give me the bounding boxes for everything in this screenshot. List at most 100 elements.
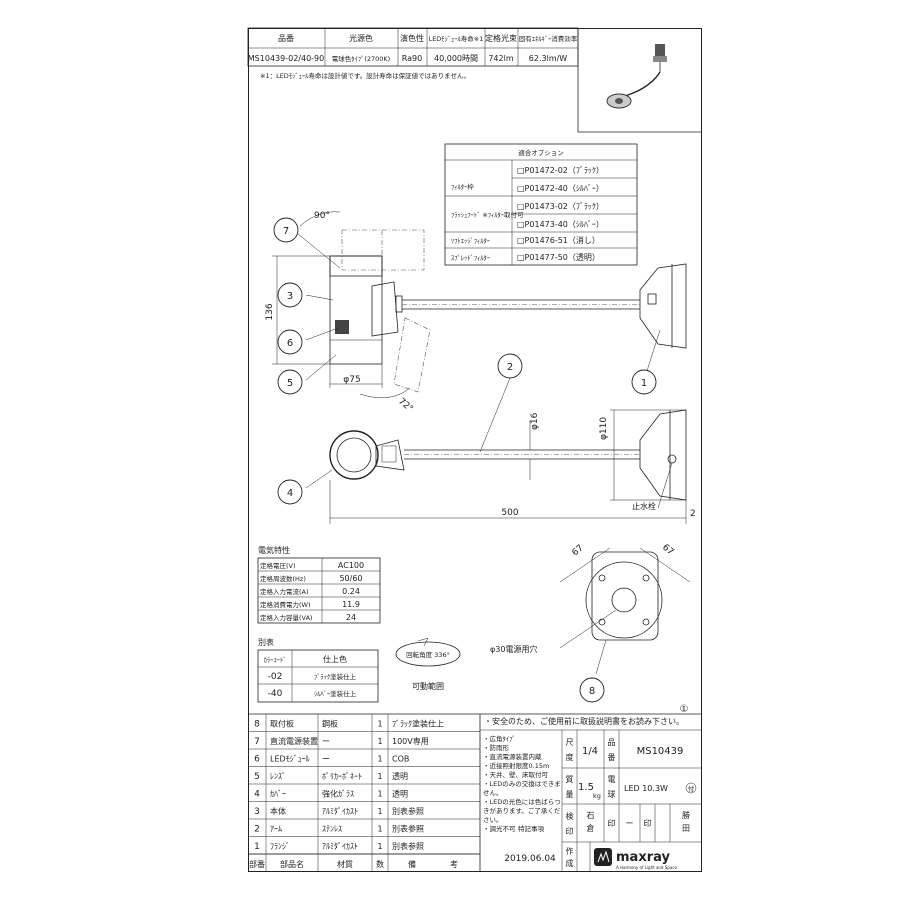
scale-label-2: 度: [566, 752, 574, 762]
special-items-label: 特記事項: [518, 824, 545, 833]
spec-note: ※1：LEDﾓｼﾞｭｰﾙ寿命は設計値です。設計寿命は保証値ではありません。: [260, 71, 470, 80]
elec-value: 0.24: [342, 587, 360, 596]
callout-2: 2: [507, 362, 513, 373]
option-label-filter-frame: ﾌｨﾙﾀｰ枠: [451, 182, 474, 191]
parts-cell: 4: [254, 790, 260, 800]
option-code: □P01472-02（ﾌﾞﾗｯｸ）: [517, 166, 604, 175]
revision-mark: ①: [680, 704, 689, 715]
parts-cell: ﾌﾞﾗｯｸ塗装仕上: [392, 719, 444, 729]
parts-cell: 別表参照: [392, 806, 424, 816]
parts-cell: 1: [377, 807, 382, 816]
drawing-date: 2019.06.04: [504, 854, 556, 864]
stamp-2: ー: [626, 819, 634, 828]
cable-hole-label: φ30電源用穴: [490, 644, 537, 654]
option-code: □P01476-51（消し）: [517, 235, 600, 245]
electrical-title: 電気特性: [258, 545, 290, 555]
parts-cell: ｶﾊﾞｰ: [270, 790, 286, 799]
spec-value-3: 40,000時間: [434, 54, 478, 63]
callout-8: 8: [589, 686, 595, 697]
spec-value-4: 742lm: [488, 54, 513, 63]
note-line: ・直流電源装置内蔵: [483, 752, 542, 761]
dim-90: 90°: [314, 211, 330, 221]
product-thumbnail: [577, 28, 702, 133]
callout-4: 4: [287, 488, 293, 499]
note-line: ・近接照射限度0.15m: [483, 761, 549, 770]
option-code: □P01472-40（ｼﾙﾊﾞｰ）: [517, 184, 604, 193]
elec-value: 50/60: [339, 574, 362, 583]
spec-value-5: 62.3lm/W: [529, 54, 568, 63]
option-label-soft-edge: ｿﾌﾄｴｯｼﾞﾌｨﾙﾀｰ: [451, 237, 490, 245]
electrical-table: 電気特性 定格電圧(V) AC100 定格周波数(Hz) 50/60 定格入力電…: [257, 545, 381, 624]
parts-cell: 7: [254, 737, 260, 747]
parts-cell: 100V専用: [392, 736, 429, 746]
callout-5: 5: [287, 378, 293, 389]
rotation-label: 回転角度 336°: [406, 650, 450, 659]
parts-cell: 透明: [392, 772, 408, 781]
mass-value: 1.5: [578, 782, 594, 793]
elec-label: 定格入力電流(A): [260, 587, 309, 596]
spec-header-0: 品番: [278, 33, 294, 43]
option-label-spread: ｽﾌﾟﾚｯﾄﾞﾌｨﾙﾀｰ: [451, 254, 490, 262]
color-header: ｶﾗｰｺｰﾄﾞ: [264, 656, 287, 664]
rear-view: 67 67 φ30電源用穴: [490, 543, 691, 675]
callouts: 1 2 3 4 5 6 7 8: [273, 217, 657, 703]
dim-16: φ16: [530, 412, 540, 430]
mass-unit: kg: [593, 792, 601, 800]
elec-label: 定格周波数(Hz): [260, 574, 306, 583]
parts-cell: ﾚﾝｽﾞ: [270, 772, 286, 781]
dim-110: φ110: [599, 417, 609, 440]
product-number: MS10439: [637, 746, 684, 757]
product-label-1: 品: [608, 738, 616, 747]
options-title: 適合オプション: [518, 148, 564, 157]
parts-cell: ー: [322, 737, 330, 746]
dim-72: 72°: [396, 397, 415, 415]
parts-cell: 8: [254, 720, 260, 730]
parts-cell: 1: [377, 755, 382, 764]
made-label-1: 作: [566, 846, 574, 856]
scale-value: 1/4: [582, 746, 598, 757]
parts-cell: 鋼板: [322, 719, 338, 729]
elec-value: 11.9: [342, 600, 360, 609]
scale-label-1: 尺: [566, 738, 574, 747]
stamp-katsuta: 勝田: [682, 811, 690, 833]
product-label-2: 番: [608, 752, 616, 762]
note-line: ・LEDの光色には色ばらつきがあります。ご了承ください。: [483, 798, 561, 824]
lamp-value: LED 10.3W: [624, 784, 668, 793]
stamp-label-3: 印: [644, 819, 652, 828]
parts-cell: ﾌﾗﾝｼﾞ: [270, 842, 290, 851]
made-label-2: 成: [566, 858, 574, 868]
option-code: □P01477-50（透明）: [517, 253, 600, 262]
parts-cell: 1: [377, 720, 382, 729]
rotation-indicator: 回転角度 336° 可動範囲: [395, 637, 461, 691]
callout-7: 7: [283, 226, 289, 237]
elec-label: 定格入力容量(VA): [260, 613, 313, 622]
stamp-label-2: 印: [608, 819, 616, 828]
color-code: -40: [268, 689, 283, 699]
parts-cell: 直流電源装置: [270, 736, 318, 746]
lamp-label-1: 電: [608, 775, 616, 784]
parts-cell: 2: [254, 825, 260, 835]
dim-67-left: 67: [571, 543, 586, 558]
title-block: ・安全のため、ご使用前に取扱説明書をお読み下さい。 ・広角ﾀｲﾌﾟ ・防雨形 ・…: [480, 716, 702, 872]
parts-cell: 1: [377, 790, 382, 799]
spec-table: 品番 光源色 演色性 LEDﾓｼﾞｭｰﾙ寿命※1 定格光束 固有ｴﾈﾙｷﾞｰ消費…: [247, 27, 579, 80]
brand-tagline: A Harmony of Light and Space: [616, 865, 677, 870]
brand-logo-icon: [594, 848, 612, 866]
front-view: φ16 φ110 500 2 止水栓: [305, 377, 696, 524]
color-header: 仕上色: [323, 654, 347, 664]
spec-header-3: LEDﾓｼﾞｭｰﾙ寿命※1: [429, 34, 484, 43]
parts-footer: 部品名: [280, 859, 304, 869]
movable-range-label: 可動範囲: [412, 681, 444, 691]
option-label-flush-hood: ﾌﾗｯｼｭﾌｰﾄﾞ ※ﾌｨﾙﾀｰ取付可: [451, 210, 524, 219]
note-line: ・天井、壁、床取付可: [483, 770, 549, 779]
stamp-ishikura: 石倉: [586, 811, 595, 833]
callout-3: 3: [287, 291, 293, 302]
water-plug-label: 止水栓: [632, 501, 656, 511]
parts-cell: ﾎﾟﾘｶｰﾎﾞﾈｰﾄ: [322, 772, 362, 781]
lamp-badge: 付: [688, 784, 695, 793]
brand-name: maxray: [616, 850, 670, 865]
parts-footer: 材質: [337, 859, 353, 869]
dim-136: 136: [265, 303, 275, 320]
